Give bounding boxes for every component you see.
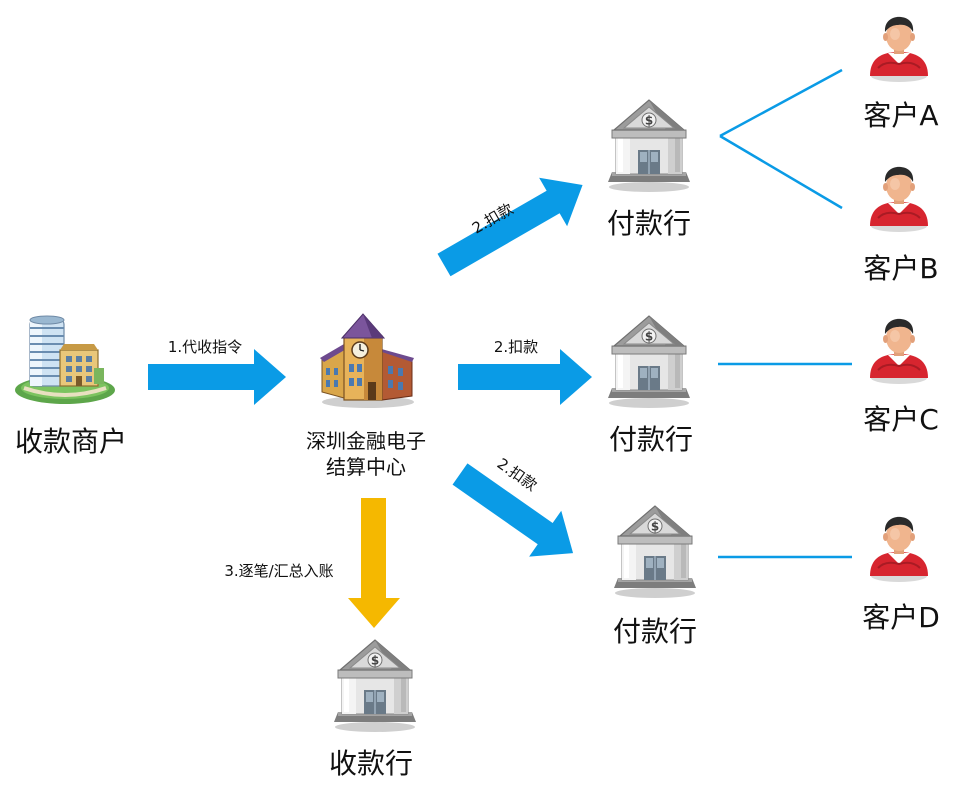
pay-bank-3-label: 付款行 bbox=[612, 615, 697, 648]
arrow-debit-3 bbox=[452, 463, 574, 557]
bank-building-icon bbox=[613, 505, 697, 598]
arrow-instruction bbox=[148, 349, 286, 405]
clock-tower-building-icon bbox=[319, 313, 415, 409]
customer-b-label: 客户B bbox=[863, 252, 939, 285]
customer-a-label: 客户A bbox=[863, 99, 939, 132]
office-building-icon bbox=[13, 314, 117, 406]
center-label-line1: 深圳金融电子 bbox=[306, 429, 426, 453]
edge-label-settle: 3.逐笔/汇总入账 bbox=[224, 562, 334, 580]
link-bank1-customer-a bbox=[719, 68, 843, 138]
center-label: 深圳金融电子 结算中心 bbox=[286, 428, 446, 480]
customer-d-label: 客户D bbox=[862, 601, 940, 634]
person-avatar-icon bbox=[869, 165, 929, 232]
edge-label-instruction: 1.代收指令 bbox=[167, 338, 243, 356]
receive-bank-label: 收款行 bbox=[328, 747, 413, 780]
link-bank1-customer-b bbox=[719, 134, 843, 210]
bank-building-icon bbox=[607, 99, 691, 192]
person-avatar-icon bbox=[869, 15, 929, 82]
person-avatar-icon bbox=[869, 515, 929, 582]
customer-links bbox=[718, 68, 852, 559]
arrow-debit-1 bbox=[437, 177, 583, 277]
arrow-debit-2 bbox=[458, 349, 592, 405]
pay-bank-2-label: 付款行 bbox=[608, 423, 693, 456]
person-avatar-icon bbox=[869, 317, 929, 384]
merchant-label: 收款商户 bbox=[14, 425, 127, 458]
center-label-line2: 结算中心 bbox=[326, 455, 406, 479]
customer-c-label: 客户C bbox=[863, 403, 939, 436]
bank-building-icon bbox=[607, 315, 691, 408]
pay-bank-1-label: 付款行 bbox=[606, 207, 691, 240]
edge-label-debit-2: 2.扣款 bbox=[493, 338, 539, 356]
bank-building-icon bbox=[333, 639, 417, 732]
arrow-settle bbox=[348, 498, 400, 628]
